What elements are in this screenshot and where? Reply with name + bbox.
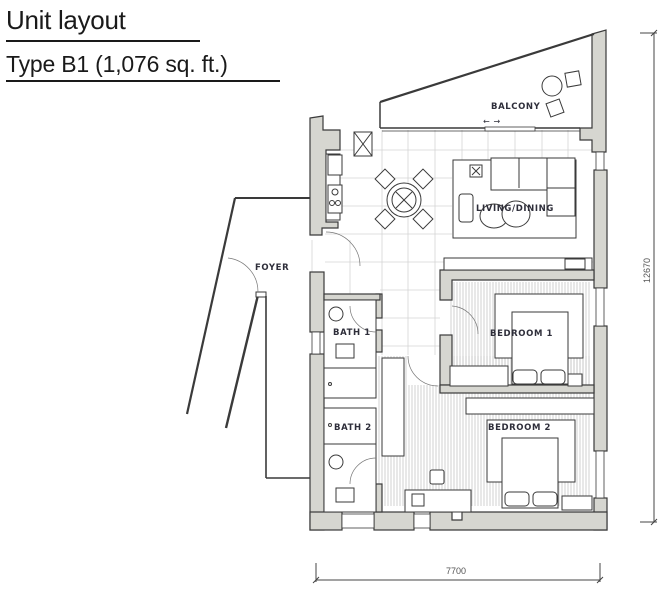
page-title: Unit layout (6, 5, 126, 35)
balcony-label: BALCONY (491, 102, 541, 112)
corridor-wardrobe (381, 357, 405, 457)
bath1-label: BATH 1 (333, 328, 371, 338)
windows (311, 151, 605, 529)
bedroom2-furniture (404, 397, 595, 513)
sliding-door-arrows-icon: ← → (483, 117, 501, 126)
kitchen-fixtures (325, 131, 373, 221)
bath2-label: BATH 2 (334, 423, 372, 433)
dining-table-icon (374, 168, 434, 230)
width-dimension-label: 7700 (446, 566, 466, 576)
width-dimension (312, 563, 604, 584)
foyer-outline (185, 197, 361, 479)
foyer-label: FOYER (255, 263, 289, 273)
living-dining-label: LIVING/DINING (476, 204, 554, 214)
height-dimension-label: 12670 (642, 258, 652, 283)
bedroom1-label: BEDROOM 1 (490, 329, 553, 339)
bath1-fixtures (323, 299, 377, 399)
height-dimension (640, 29, 658, 526)
bath2-fixtures (323, 407, 377, 513)
sofa-icon (452, 157, 577, 239)
subtitle-underline (6, 80, 280, 82)
corridor-door-swing (407, 355, 439, 387)
tv-console (443, 257, 593, 271)
title-underline (6, 40, 200, 42)
bedroom1-furniture (449, 293, 584, 387)
bedroom2-label: BEDROOM 2 (488, 423, 551, 433)
unit-type-subtitle: Type B1 (1,076 sq. ft.) (6, 51, 228, 77)
balcony-outline (379, 32, 595, 132)
